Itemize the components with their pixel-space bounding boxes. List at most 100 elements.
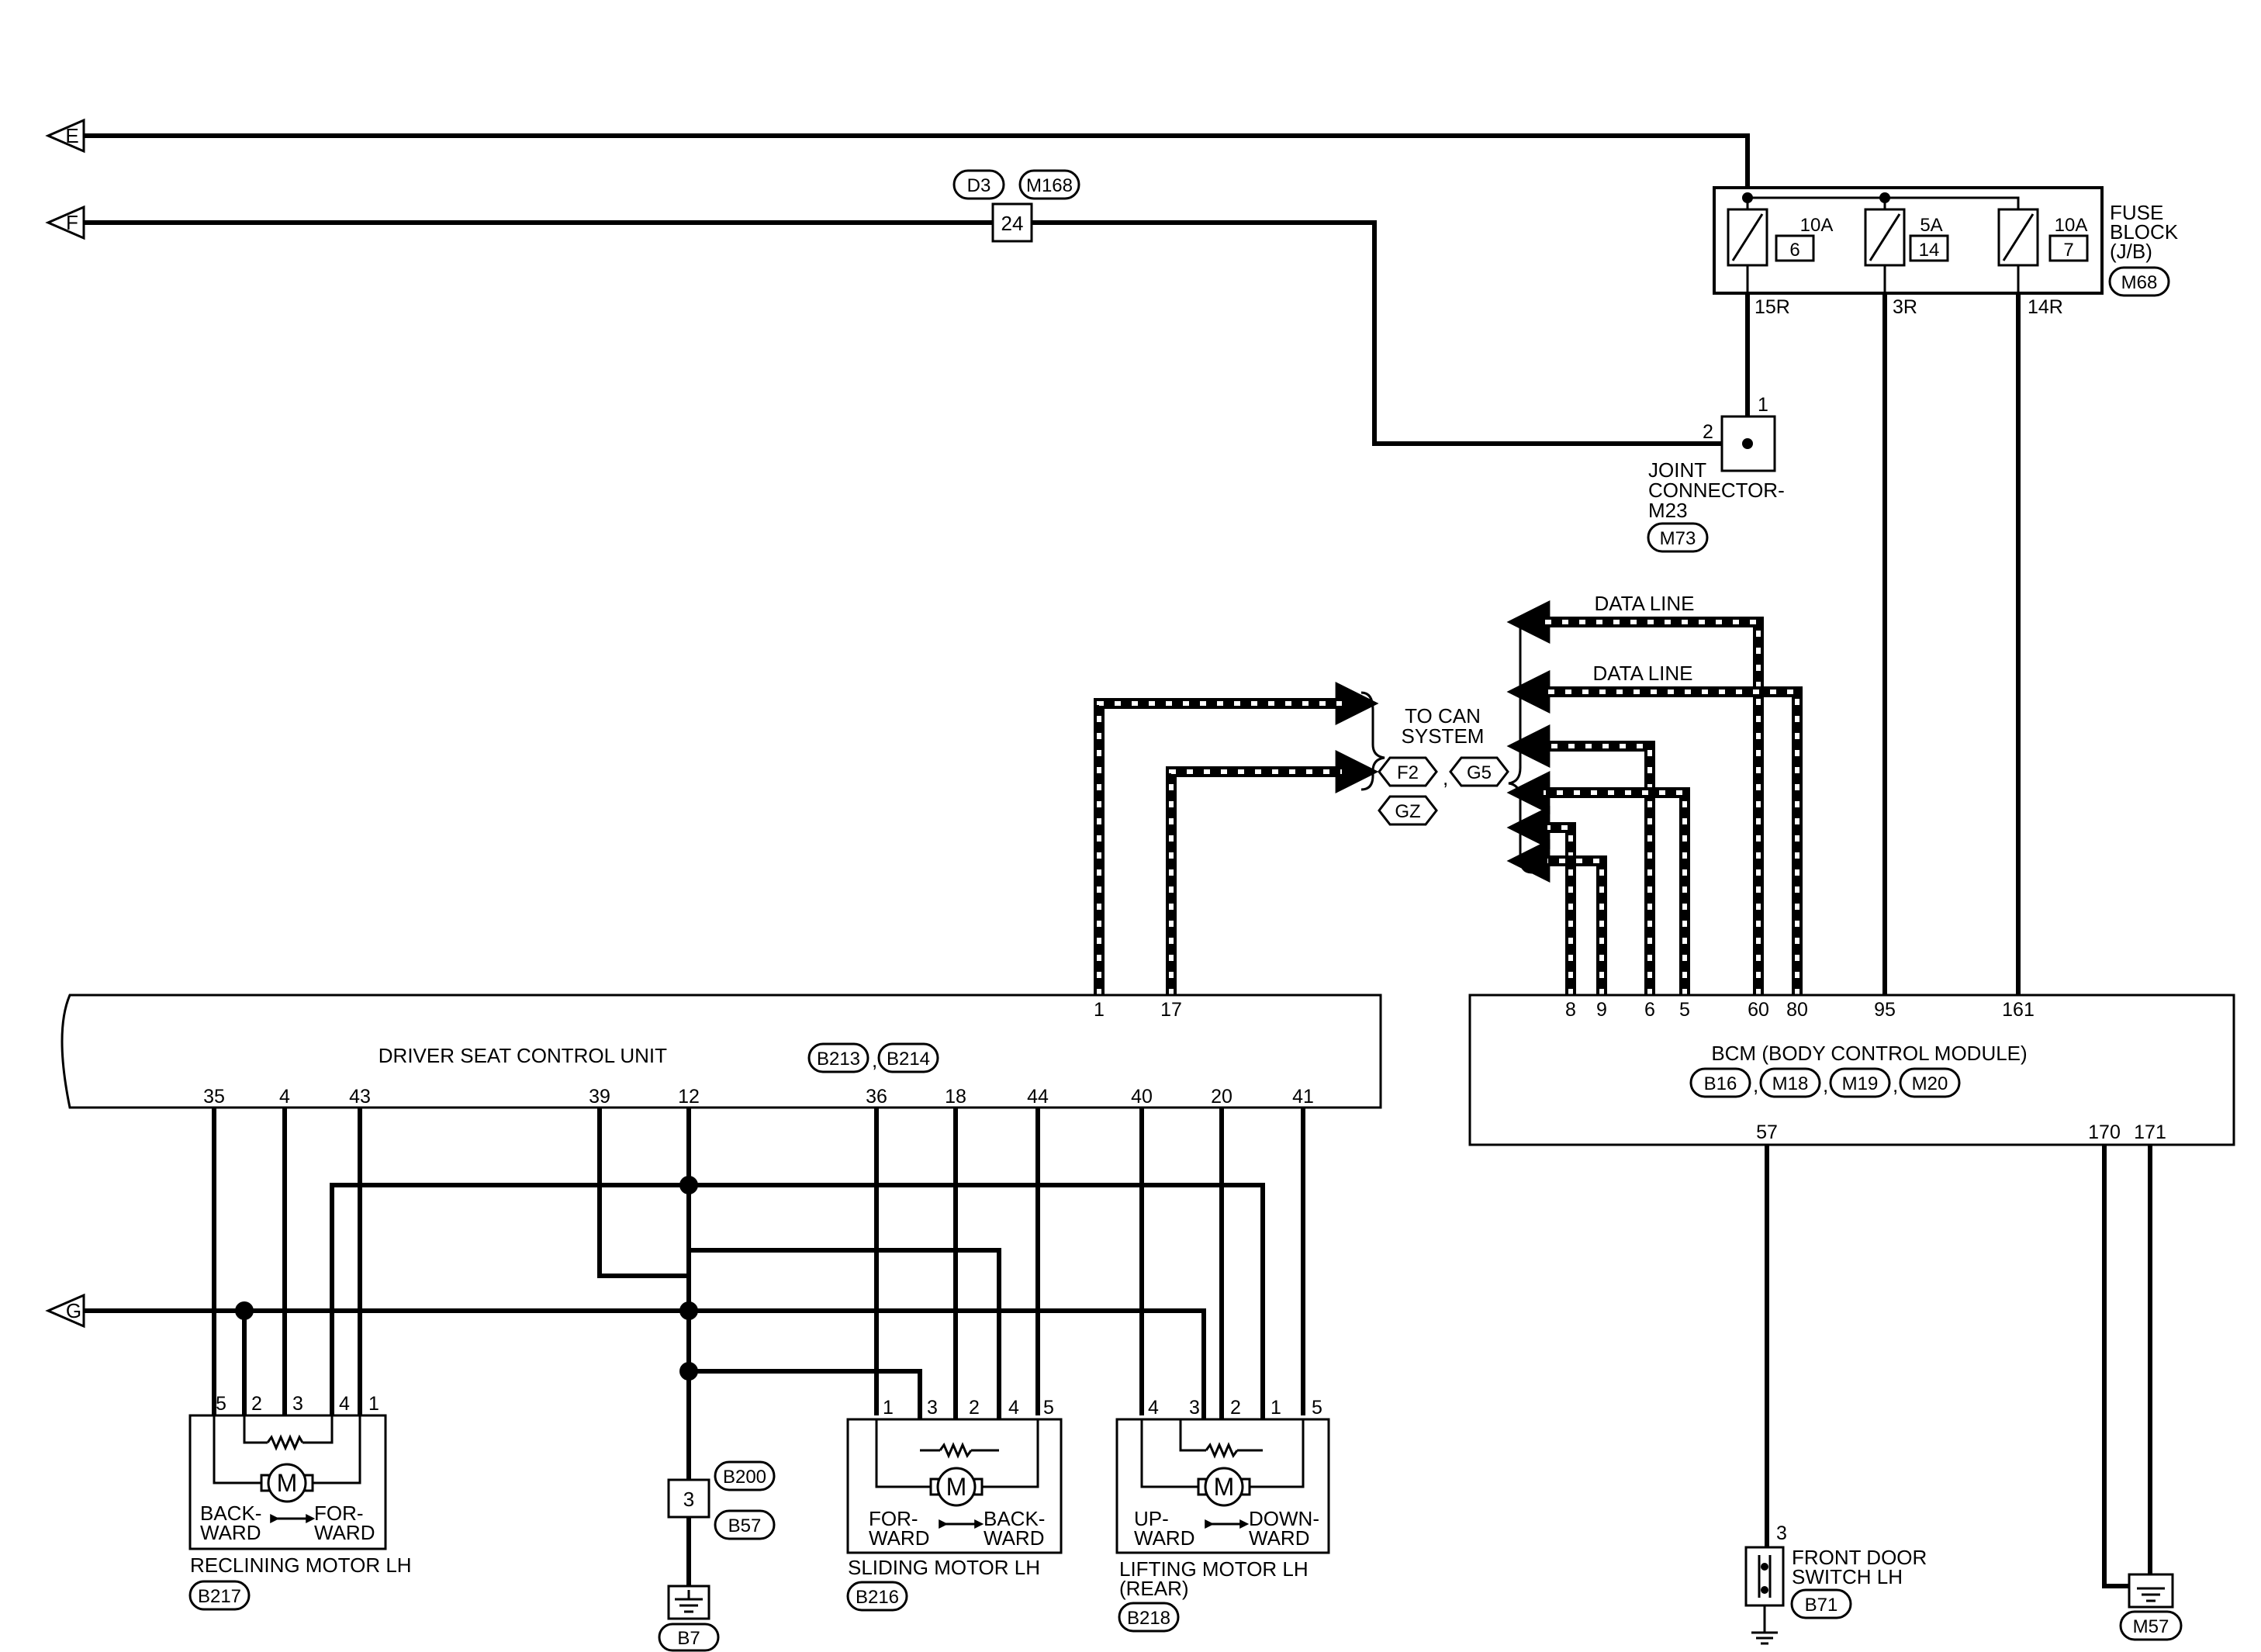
svg-text:2: 2 [251,1393,262,1415]
bcm-unit: BCM (BODY CONTROL MODULE) B16 , M18 , M1… [1468,994,2235,1146]
svg-text:UP-: UP- [1134,1507,1169,1530]
sliding-motor: M FOR- WARD BACK- WARD 1 3 2 4 5 SLIDING… [846,1397,1063,1612]
can-tag-g5: G5 [1449,756,1509,787]
svg-text:3: 3 [683,1488,694,1511]
wire-170 [2102,1145,2150,1588]
svg-text:5: 5 [1312,1397,1322,1419]
svg-text:B16: B16 [1704,1073,1737,1094]
svg-text:14R: 14R [2028,296,2063,318]
svg-text:F2: F2 [1397,762,1419,783]
svg-text:18: 18 [945,1086,966,1108]
svg-text:41: 41 [1292,1086,1314,1108]
svg-text:95: 95 [1874,999,1896,1021]
svg-text:G: G [66,1299,81,1322]
can-line-bcm-5 [1506,771,1690,995]
bcm-label: BCM (BODY CONTROL MODULE) [1711,1042,2027,1065]
can-brace-left [1360,691,1385,791]
svg-text:WARD: WARD [869,1526,929,1550]
svg-text:M23: M23 [1648,499,1688,522]
fuse-10a-6: 10A 6 [1727,208,1834,267]
can-comma: , [1443,766,1448,790]
can-line-bcm-8 [1506,806,1576,995]
svg-text:SLIDING MOTOR LH: SLIDING MOTOR LH [848,1556,1040,1579]
svg-text:40: 40 [1131,1086,1153,1108]
svg-text:M73: M73 [1660,528,1696,549]
can-line-dscu-17 [1166,750,1379,995]
data-line-label-2: DATA LINE [1592,662,1692,685]
reclining-motor: M BACK- WARD FOR- WARD 5 2 3 4 1 RECLINI… [188,1393,412,1611]
fuse-block-label: FUSE BLOCK (J/B) M68 [2108,201,2179,297]
svg-text:4: 4 [279,1086,290,1108]
svg-text:(REAR): (REAR) [1119,1577,1189,1600]
ground-symbol-m57: M57 [2119,1573,2183,1641]
svg-text:1: 1 [368,1393,379,1415]
svg-text:M20: M20 [1912,1073,1948,1094]
svg-text:15R: 15R [1755,296,1790,318]
svg-text:,: , [872,1049,877,1072]
svg-text:B218: B218 [1127,1608,1170,1629]
svg-text:1: 1 [883,1397,894,1419]
to-can-label-2: SYSTEM [1402,724,1485,748]
svg-text:CONNECTOR-: CONNECTOR- [1648,479,1785,502]
svg-text:24: 24 [1001,212,1024,235]
svg-text:E: E [65,124,78,147]
svg-text:F: F [66,211,78,234]
svg-text:BACK-: BACK- [200,1502,261,1525]
svg-text:10A: 10A [1800,215,1834,236]
svg-text:10A: 10A [2055,215,2088,236]
svg-text:170: 170 [2088,1121,2121,1143]
wire-rec-4-bus [330,1183,1265,1450]
svg-text:4: 4 [1008,1397,1019,1419]
svg-text:B216: B216 [856,1587,899,1608]
wire-sld-2 [689,1248,1001,1450]
can-line-dscu-1 [1094,682,1379,995]
svg-text:WARD: WARD [314,1521,375,1544]
off-page-connector-e: E [45,118,85,154]
svg-text:80: 80 [1786,999,1808,1021]
svg-text:B214: B214 [887,1049,930,1070]
svg-text:FOR-: FOR- [869,1507,918,1530]
svg-text:2: 2 [1703,421,1713,443]
svg-text:D3: D3 [967,175,991,196]
svg-text:LIFTING MOTOR LH: LIFTING MOTOR LH [1119,1557,1309,1581]
svg-text:B57: B57 [728,1515,762,1536]
svg-text:,: , [1893,1073,1898,1097]
svg-text:2: 2 [969,1397,980,1419]
svg-text:3: 3 [292,1393,303,1415]
svg-text:161: 161 [2002,999,2035,1021]
svg-text:17: 17 [1160,999,1182,1021]
svg-text:3R: 3R [1893,296,1917,318]
svg-text:B200: B200 [723,1467,766,1488]
svg-text:36: 36 [866,1086,887,1108]
svg-text:14: 14 [1919,240,1940,261]
can-brace-right [1508,611,1533,874]
can-tag-gz: GZ [1378,795,1438,826]
svg-text:57: 57 [1756,1121,1778,1143]
svg-text:1: 1 [1094,999,1105,1021]
motor-symbol: M [946,1473,967,1501]
svg-text:DOWN-: DOWN- [1249,1507,1319,1530]
svg-text:5: 5 [1043,1397,1054,1419]
dscu-label: DRIVER SEAT CONTROL UNIT [379,1044,667,1067]
svg-text:B217: B217 [198,1586,241,1607]
svg-text:(J/B): (J/B) [2110,240,2152,263]
svg-text:WARD: WARD [1134,1526,1194,1550]
to-can-label-1: TO CAN [1405,704,1481,728]
svg-text:4: 4 [339,1393,350,1415]
svg-text:5: 5 [216,1393,226,1415]
fuse-block: 10A 6 5A 14 10A 7 15R 3R 14R [1713,186,2104,318]
svg-text:FRONT DOOR: FRONT DOOR [1792,1546,1927,1569]
svg-text:FOR-: FOR- [314,1502,364,1525]
off-page-connector-g: G [45,1293,85,1329]
svg-text:8: 8 [1565,999,1576,1021]
svg-text:RECLINING MOTOR LH: RECLINING MOTOR LH [190,1554,412,1577]
lifting-motor: M UP- WARD DOWN- WARD 4 3 2 1 5 LIFTING … [1115,1397,1330,1633]
svg-text:M68: M68 [2121,272,2158,293]
inline-connector-24: D3 M168 24 [952,169,1080,243]
svg-text:BACK-: BACK- [984,1507,1045,1530]
svg-text:4: 4 [1148,1397,1159,1419]
svg-text:,: , [1753,1073,1758,1097]
ground-connector-b57: 3 B200 B57 [667,1460,776,1540]
motor-symbol: M [1214,1473,1235,1501]
